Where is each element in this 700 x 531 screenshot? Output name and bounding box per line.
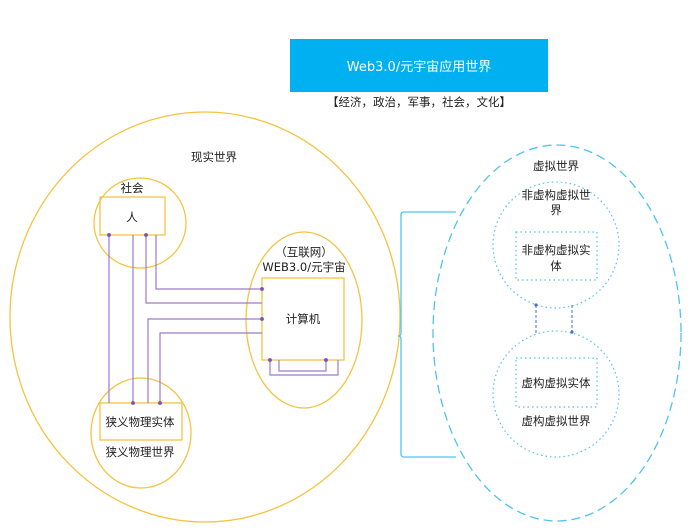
nonfiction-entity-box (515, 231, 598, 281)
internet-ellipse (245, 231, 363, 409)
nonfiction-world-label-1: 非虚构虚拟世 (522, 188, 591, 202)
subtitle: 【经济，政治，军事，社会，文化】 (327, 95, 511, 109)
connector-computer-loop-inner (278, 358, 328, 372)
fiction-entity-box (515, 357, 598, 408)
nonfiction-entity-label-2: 体 (550, 259, 562, 273)
fiction-world-label: 虚构虚拟世界 (522, 414, 591, 428)
computer-label: 计算机 (286, 312, 321, 326)
nonfiction-world-circle (492, 181, 620, 309)
real-world-label: 现实世界 (191, 150, 237, 164)
nonfiction-entity-label-1: 非虚构虚拟实 (522, 243, 591, 257)
connector-computer-to-physical (158, 332, 262, 405)
title-box: Web3.0/元宇宙应用世界 (290, 39, 548, 92)
connector-computer-loop-outer (268, 358, 339, 376)
fiction-entity-label: 虚构虚拟实体 (522, 376, 591, 390)
virtual-world-ellipse (432, 144, 682, 522)
bracket (397, 211, 456, 458)
fiction-world-circle (492, 330, 620, 458)
society-label: 社会 (121, 181, 144, 195)
title: Web3.0/元宇宙应用世界 (346, 60, 492, 75)
computer-box (261, 277, 345, 361)
connector-person-to-computer (155, 235, 264, 291)
internet-label-2: WEB3.0/元宇宙 (262, 260, 345, 274)
physical-world-label: 狭义物理世界 (106, 445, 175, 459)
person-label: 人 (126, 210, 138, 224)
society-circle (93, 177, 187, 269)
internet-label-1: （互联网） (275, 245, 333, 259)
real-world-ellipse (9, 111, 401, 523)
nonfiction-world-label-2: 界 (550, 203, 562, 217)
physical-entity-label: 狭义物理实体 (106, 415, 175, 429)
virtual-world-label: 虚拟世界 (533, 159, 579, 173)
physical-world-ellipse (90, 377, 192, 489)
connector-computer-to-person (144, 233, 262, 304)
physical-entity-box (99, 402, 183, 441)
connector-physical-to-computer (147, 317, 264, 403)
